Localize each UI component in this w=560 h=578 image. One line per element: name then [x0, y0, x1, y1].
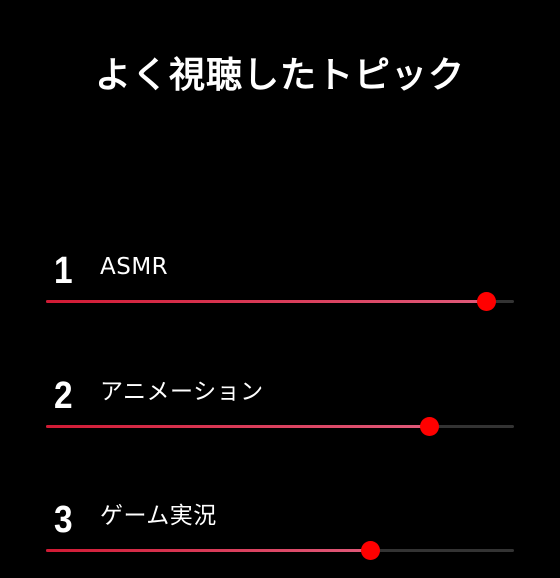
- topic-rank: 1: [54, 250, 73, 292]
- topic-progress-bar[interactable]: [46, 417, 514, 436]
- progress-handle[interactable]: [360, 541, 380, 560]
- progress-handle[interactable]: [476, 292, 496, 311]
- topic-label: アニメーション: [100, 379, 264, 405]
- topic-label: ゲーム実況: [100, 503, 217, 529]
- topic-item-1: 1 ASMR: [0, 249, 560, 329]
- progress-fill: [46, 300, 486, 303]
- progress-fill: [46, 549, 370, 552]
- topic-progress-bar[interactable]: [46, 292, 514, 311]
- page-title: よく視聴したトピック: [94, 55, 465, 96]
- topic-label: ASMR: [100, 254, 169, 280]
- progress-handle[interactable]: [419, 417, 439, 436]
- topic-rank: 2: [54, 375, 73, 417]
- progress-fill: [46, 425, 429, 428]
- topic-progress-bar[interactable]: [46, 541, 514, 560]
- topic-item-3: 3 ゲーム実況: [0, 498, 560, 578]
- topic-item-2: 2 アニメーション: [0, 374, 560, 454]
- topic-rank: 3: [54, 499, 73, 541]
